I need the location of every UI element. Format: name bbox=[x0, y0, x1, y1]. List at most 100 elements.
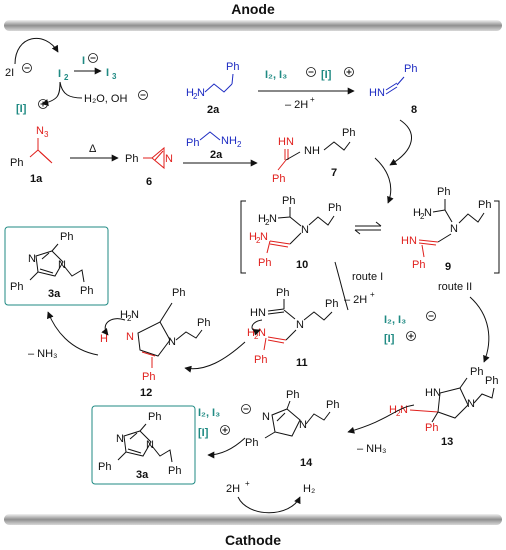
amine-oxidation: H 2 N Ph 2a I₂, I₃ [I] – 2H + HN Ph 8 bbox=[186, 61, 417, 166]
anode-label: Anode bbox=[231, 1, 275, 17]
svg-text:3: 3 bbox=[112, 72, 117, 81]
reduction-arrow bbox=[237, 496, 301, 514]
svg-text:N: N bbox=[260, 231, 268, 243]
svg-text:2: 2 bbox=[254, 332, 259, 341]
svg-text:H: H bbox=[120, 309, 128, 321]
product-3a-bottom: Ph N N Ph Ph 3a bbox=[98, 411, 181, 481]
svg-text:Ph: Ph bbox=[470, 366, 483, 378]
svg-text:H: H bbox=[258, 213, 266, 225]
svg-text:H: H bbox=[249, 231, 257, 243]
route-1-path bbox=[334, 261, 349, 311]
svg-text:Ph: Ph bbox=[98, 461, 111, 473]
svg-text:2: 2 bbox=[193, 92, 198, 101]
svg-text:Ph: Ph bbox=[342, 127, 355, 139]
compound-7: HN Ph NH Ph 7 bbox=[272, 127, 355, 185]
cathode-bar bbox=[4, 514, 502, 525]
amine-Ph: Ph bbox=[226, 61, 239, 73]
svg-text:+: + bbox=[310, 95, 315, 104]
oxidants-label: I₂, I₃ bbox=[265, 69, 287, 81]
svg-text:I₂, I₃: I₂, I₃ bbox=[198, 407, 220, 419]
svg-text:N: N bbox=[258, 327, 266, 339]
svg-text:2: 2 bbox=[265, 218, 270, 227]
cathode-reduction: 2H + H₂ bbox=[226, 479, 315, 514]
compound-9: Ph H 2 N N Ph HN Ph 9 bbox=[401, 186, 491, 273]
svg-text:[I]: [I] bbox=[384, 333, 395, 345]
svg-text:N: N bbox=[165, 153, 173, 165]
svg-text:Ph: Ph bbox=[60, 231, 73, 243]
compound-8-label: 8 bbox=[411, 104, 417, 116]
iodine-cycle: 2I I 2 I I 3 [I] H₂O, OH bbox=[5, 37, 148, 115]
svg-text:N: N bbox=[28, 253, 36, 265]
svg-text:Ph: Ph bbox=[412, 259, 425, 271]
compound-12-label: 12 bbox=[140, 387, 152, 399]
svg-text:N: N bbox=[36, 125, 44, 137]
minus-NH3-label-2: – NH₃ bbox=[357, 443, 387, 455]
compound-11-label: 11 bbox=[296, 357, 308, 369]
svg-text:Ph: Ph bbox=[276, 287, 289, 299]
anode-bar bbox=[4, 20, 502, 31]
svg-text:HN: HN bbox=[425, 387, 441, 399]
product-3a-label-bottom: 3a bbox=[136, 469, 149, 481]
svg-text:Ph: Ph bbox=[148, 411, 161, 423]
protons-label: 2H bbox=[226, 483, 240, 495]
product-3a-box-top bbox=[4, 226, 109, 306]
svg-text:Ph: Ph bbox=[282, 195, 295, 207]
iodide-label: 2I bbox=[5, 67, 14, 79]
svg-text:2: 2 bbox=[420, 212, 425, 221]
svg-text:N: N bbox=[301, 224, 309, 236]
svg-text:N: N bbox=[450, 223, 458, 235]
heat-label: Δ bbox=[89, 143, 97, 155]
minus-charge-icon bbox=[22, 63, 32, 73]
svg-text:HN: HN bbox=[401, 235, 417, 247]
svg-text:N: N bbox=[168, 336, 176, 348]
svg-text:Ph: Ph bbox=[272, 173, 285, 185]
compound-1a: N 3 Ph 1a bbox=[10, 125, 53, 185]
triiodide-label: I bbox=[106, 67, 109, 79]
svg-text:N: N bbox=[131, 309, 139, 321]
svg-text:NH: NH bbox=[304, 145, 320, 157]
minus-2H-label: – 2H bbox=[285, 99, 308, 111]
svg-text:Ph: Ph bbox=[80, 285, 93, 297]
iodine-label: I bbox=[58, 68, 61, 80]
svg-text:H: H bbox=[247, 327, 255, 339]
svg-text:2a: 2a bbox=[210, 149, 223, 161]
imine-HN: HN bbox=[369, 87, 385, 99]
compound-1a-label: 1a bbox=[30, 173, 43, 185]
12-to-3a-arrow bbox=[47, 311, 99, 356]
iodonium-label: [I] bbox=[16, 103, 27, 115]
minus-NH3-label-1: – NH₃ bbox=[28, 348, 58, 360]
compound-7-label: 7 bbox=[331, 167, 337, 179]
svg-text:Ph: Ph bbox=[10, 281, 23, 293]
compound-14-label: 14 bbox=[300, 457, 313, 469]
svg-text:I₂, I₃: I₂, I₃ bbox=[384, 314, 406, 326]
right-bracket bbox=[494, 200, 500, 274]
svg-text:N: N bbox=[262, 411, 270, 423]
svg-text:Ph: Ph bbox=[142, 371, 155, 383]
product-3a-top: Ph N N Ph Ph 3a bbox=[10, 231, 93, 300]
svg-text:N: N bbox=[197, 87, 205, 99]
route-2-arrow bbox=[469, 296, 490, 363]
svg-text:2: 2 bbox=[396, 409, 401, 418]
svg-text:Ph: Ph bbox=[186, 137, 199, 149]
compound-11: Ph HN N Ph H 2 N Ph 11 bbox=[247, 287, 338, 369]
svg-text:Ph: Ph bbox=[425, 422, 438, 434]
svg-text:Ph: Ph bbox=[325, 298, 338, 310]
svg-text:2: 2 bbox=[64, 73, 69, 82]
svg-text:Ph: Ph bbox=[328, 202, 341, 214]
svg-text:Ph: Ph bbox=[326, 399, 339, 411]
svg-text:2: 2 bbox=[127, 314, 132, 323]
product-3a-label-top: 3a bbox=[48, 288, 61, 300]
svg-text:N: N bbox=[400, 404, 408, 416]
svg-text:Ph: Ph bbox=[10, 157, 23, 169]
svg-text:3: 3 bbox=[44, 130, 49, 139]
svg-text:– 2H: – 2H bbox=[344, 294, 367, 306]
svg-text:H: H bbox=[389, 404, 397, 416]
svg-text:+: + bbox=[245, 479, 250, 488]
svg-text:Ph: Ph bbox=[245, 437, 258, 449]
compound-9-label: 9 bbox=[445, 261, 451, 273]
compound-10-label: 10 bbox=[296, 259, 308, 271]
left-bracket bbox=[240, 200, 246, 274]
svg-text:Ph: Ph bbox=[168, 465, 181, 477]
iodide-add-label: I bbox=[82, 55, 85, 67]
